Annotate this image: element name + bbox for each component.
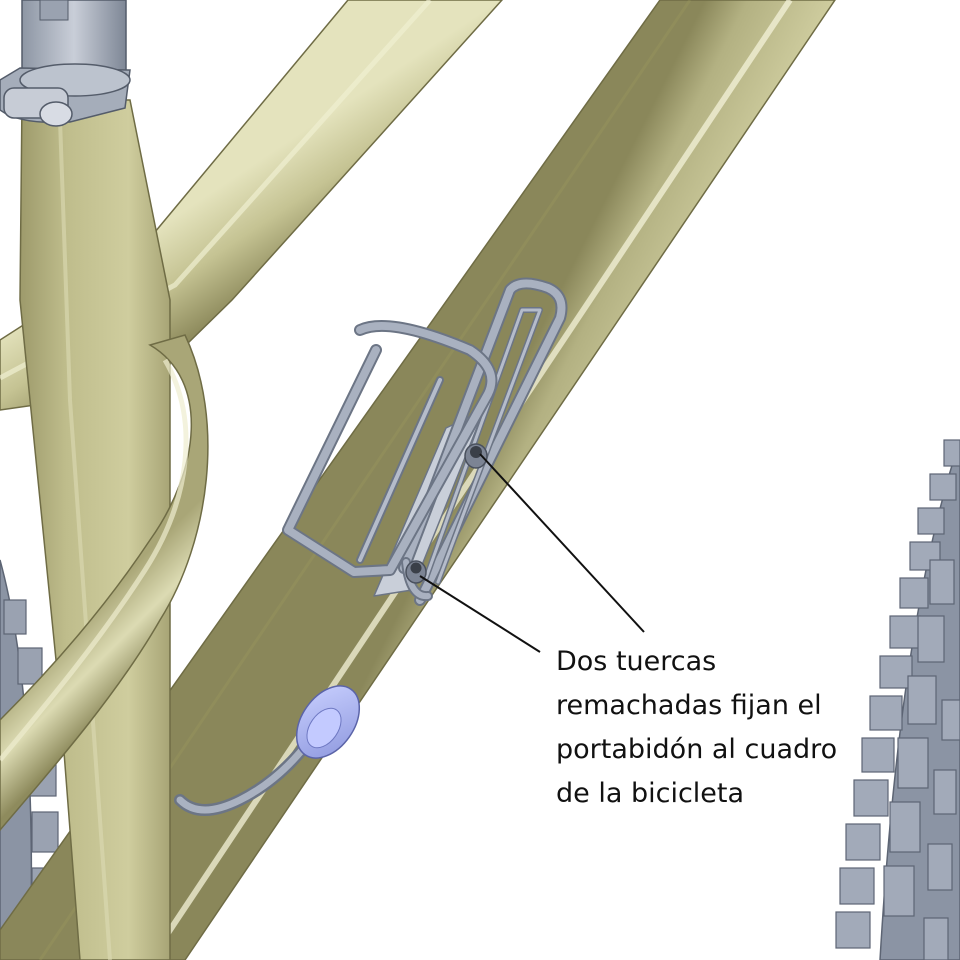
callout-line-4: de la bicicleta (556, 778, 745, 809)
seat-clamp (0, 0, 131, 127)
right-tire (835, 439, 960, 960)
bottle-cage (282, 277, 568, 606)
callout-line-2: remachadas fijan el (556, 690, 822, 721)
seat-tube (19, 99, 171, 960)
leader-lines (419, 453, 645, 653)
cable-grommet (174, 685, 361, 816)
seat-stay (0, 334, 209, 832)
rivet-nut-upper (464, 443, 488, 469)
rivet-nut-lower (405, 560, 427, 584)
callout-annotation: Dos tuercas remachadas fijan el portabid… (556, 640, 946, 816)
callout-line-3: portabidón al cuadro (556, 734, 838, 765)
callout-line-1: Dos tuercas (556, 646, 717, 677)
